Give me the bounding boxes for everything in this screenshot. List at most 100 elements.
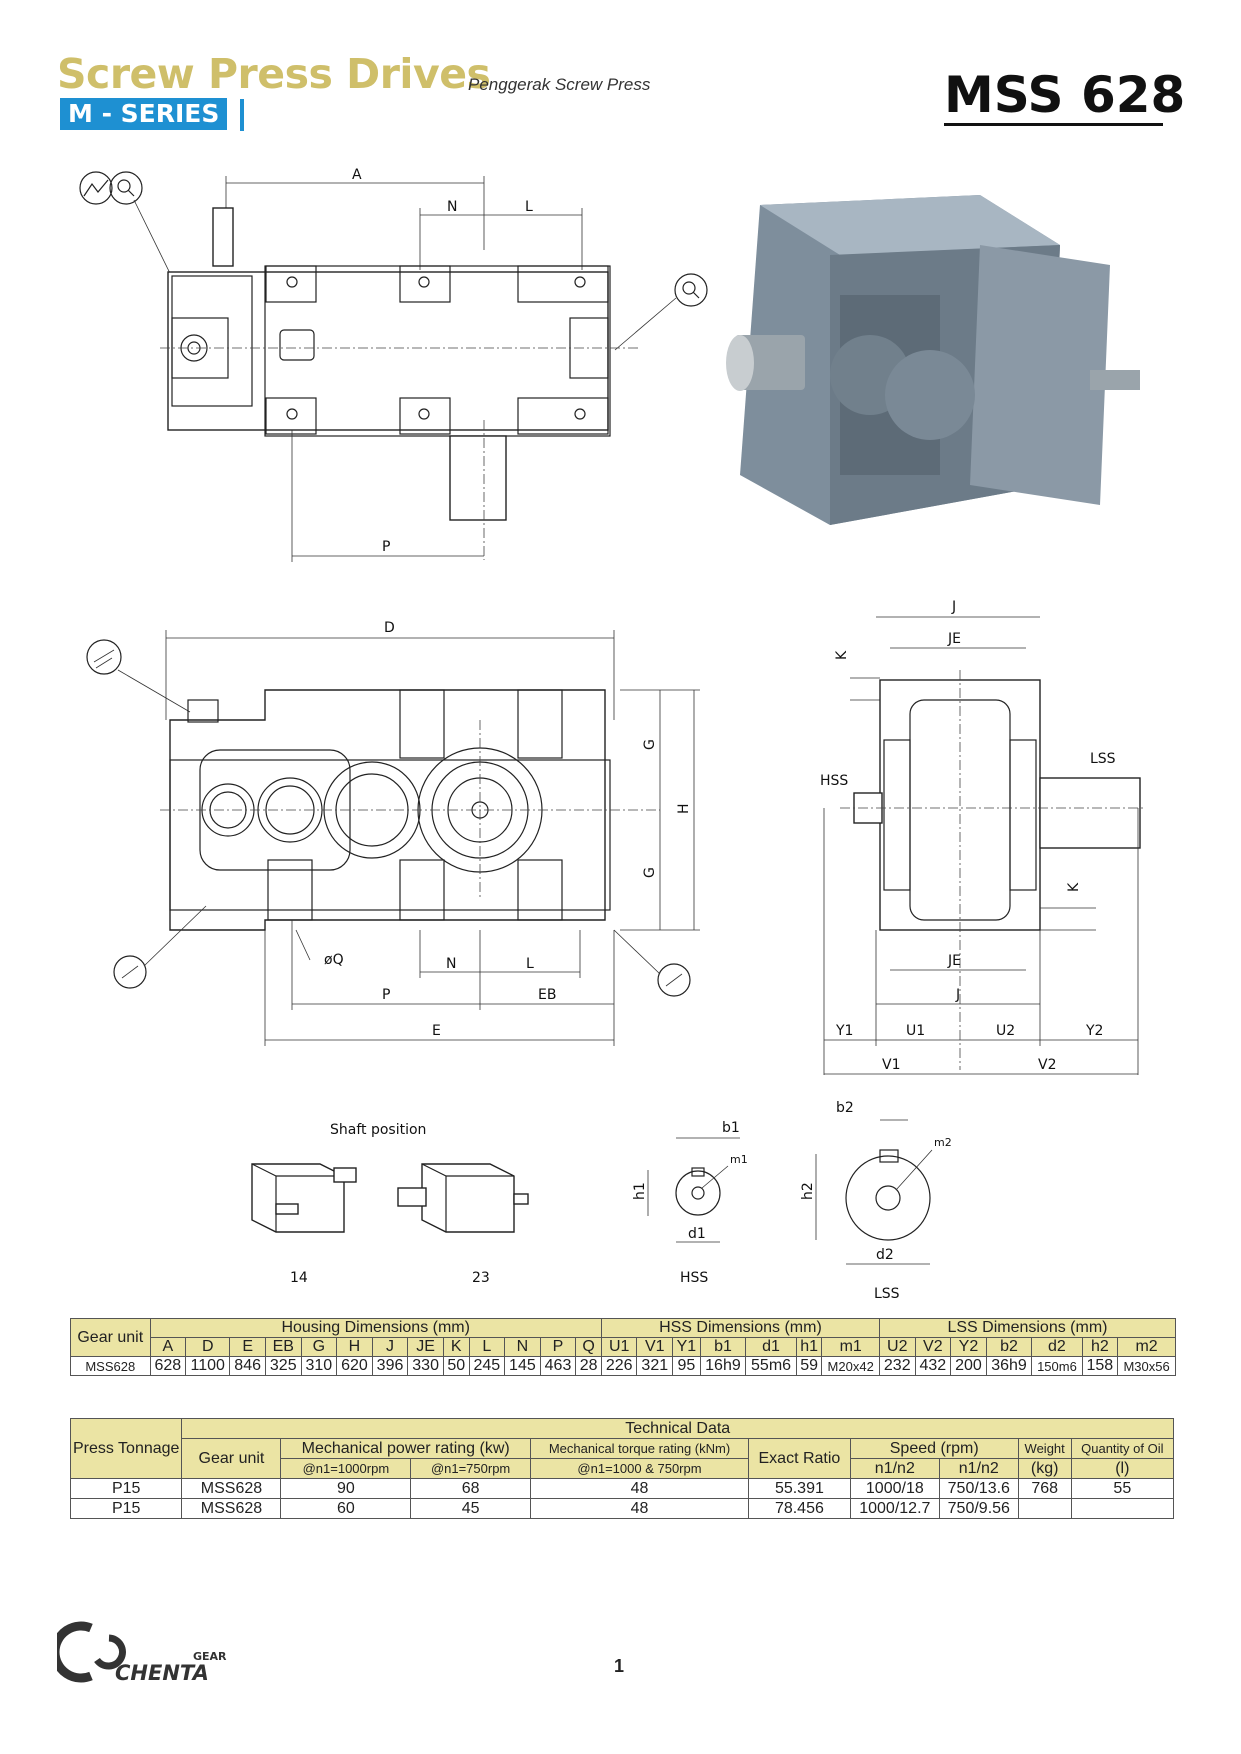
dim-col-V2: V2 bbox=[914, 1337, 952, 1357]
oil-cell: 55 bbox=[1070, 1478, 1175, 1499]
dim-col-h2: h2 bbox=[1081, 1337, 1119, 1357]
dim-val-A: 628 bbox=[149, 1356, 187, 1376]
dim-val-H: 620 bbox=[336, 1356, 373, 1376]
lss-detail-drawing: b2 m2 h2 d2 LSS bbox=[800, 1100, 952, 1302]
dim-d1: d1 bbox=[688, 1226, 706, 1242]
dim-col-V1: V1 bbox=[636, 1337, 674, 1357]
ratio-cell: 55.391 bbox=[748, 1478, 851, 1499]
series-badge: M - SERIES bbox=[60, 98, 228, 130]
dim-b2: b2 bbox=[836, 1100, 854, 1116]
dimensions-table: Gear unit Housing Dimensions (mm) HSS Di… bbox=[70, 1318, 1177, 1376]
mech-torque-header: Mechanical torque rating (kNm) bbox=[529, 1438, 750, 1459]
model-number: MSS 628 bbox=[944, 66, 1186, 124]
dim-col-N: N bbox=[504, 1337, 541, 1357]
dim-val-JE: 330 bbox=[407, 1356, 444, 1376]
shaft-position-title: Shaft position bbox=[330, 1122, 426, 1138]
dim-col-m1: m1 bbox=[821, 1337, 880, 1357]
page-number: 1 bbox=[614, 1656, 625, 1676]
dim-col-Y2: Y2 bbox=[950, 1337, 987, 1357]
dim-JE-top: JE bbox=[947, 631, 961, 647]
dim-val-V2: 432 bbox=[914, 1356, 952, 1376]
front-view-drawing: D G G H øQ bbox=[86, 620, 700, 1046]
dim-col-A: A bbox=[149, 1337, 187, 1357]
dim-col-D: D bbox=[185, 1337, 231, 1357]
dim-col-J: J bbox=[371, 1337, 409, 1357]
torque-cell: 48 bbox=[529, 1478, 750, 1499]
torque-sub: @n1=1000 & 750rpm bbox=[529, 1458, 750, 1479]
dim-col-G: G bbox=[300, 1337, 338, 1357]
dim-E: E bbox=[432, 1023, 441, 1039]
dim-val-EB: 325 bbox=[264, 1356, 302, 1376]
dim-col-U1: U1 bbox=[600, 1337, 638, 1357]
dim-L-front: L bbox=[526, 956, 534, 972]
dim-val-m1: M20x42 bbox=[821, 1356, 880, 1376]
dim-L: L bbox=[525, 199, 533, 215]
dim-Y1: Y1 bbox=[835, 1023, 853, 1039]
speed-header: Speed (rpm) bbox=[849, 1438, 1019, 1459]
speed-2-cell: 750/13.6 bbox=[938, 1478, 1019, 1499]
tonnage-cell: P15 bbox=[69, 1498, 183, 1519]
dim-col-E: E bbox=[229, 1337, 266, 1357]
dim-val-G: 310 bbox=[300, 1356, 338, 1376]
oil-header: Quantity of Oil bbox=[1070, 1438, 1175, 1459]
inspection-icon bbox=[79, 171, 113, 205]
dim-col-JE: JE bbox=[407, 1337, 444, 1357]
dim-val-d1: 55m6 bbox=[745, 1356, 797, 1376]
dim-col-Y1: Y1 bbox=[672, 1337, 701, 1357]
gearbox-render-image bbox=[726, 195, 1140, 525]
speed-1-cell: 1000/18 bbox=[849, 1478, 940, 1499]
dim-val-h2: 158 bbox=[1081, 1356, 1119, 1376]
dim-D: D bbox=[384, 620, 395, 636]
dim-val-Y2: 200 bbox=[950, 1356, 987, 1376]
dim-P-front: P bbox=[382, 987, 390, 1003]
power-750-cell: 45 bbox=[410, 1498, 531, 1519]
series-divider bbox=[240, 99, 244, 131]
gear-unit-header-2: Gear unit bbox=[181, 1438, 282, 1479]
magnifier-icon-right bbox=[674, 273, 708, 307]
table-row: P15 MSS628 90 68 48 55.391 1000/18 750/1… bbox=[69, 1478, 1175, 1499]
label-HSS: HSS bbox=[820, 773, 848, 789]
gear-unit-cell: MSS628 bbox=[70, 1356, 151, 1376]
dim-G-upper: G bbox=[642, 739, 658, 750]
dim-col-U2: U2 bbox=[878, 1337, 916, 1357]
dim-val-b1: 16h9 bbox=[699, 1356, 747, 1376]
dim-P: P bbox=[382, 539, 390, 555]
power-750-sub: @n1=750rpm bbox=[410, 1458, 531, 1479]
label-LSS: LSS bbox=[1090, 751, 1116, 767]
dim-J-low: J bbox=[955, 987, 960, 1003]
dim-col-d2: d2 bbox=[1031, 1337, 1083, 1357]
dim-col-b2: b2 bbox=[985, 1337, 1033, 1357]
dim-A: A bbox=[352, 167, 362, 183]
page-title: Screw Press Drives bbox=[57, 50, 491, 98]
shaft-position-23: 23 bbox=[472, 1270, 490, 1286]
hss-detail-drawing: b1 m1 h1 d1 HSS bbox=[632, 1120, 748, 1286]
dim-val-U2: 232 bbox=[878, 1356, 916, 1376]
logo-gear-text: GEAR bbox=[193, 1650, 227, 1663]
dim-V1: V1 bbox=[882, 1057, 900, 1073]
ratio-cell: 78.456 bbox=[748, 1498, 851, 1519]
lss-label: LSS bbox=[874, 1286, 900, 1302]
speed-n1n2-a: n1/n2 bbox=[849, 1458, 940, 1479]
dim-N: N bbox=[447, 199, 457, 215]
torque-cell: 48 bbox=[529, 1498, 750, 1519]
dim-h1: h1 bbox=[632, 1182, 648, 1200]
dim-K-top: K bbox=[834, 650, 850, 660]
power-1000-cell: 90 bbox=[280, 1478, 412, 1499]
dim-val-d2: 150m6 bbox=[1031, 1356, 1083, 1376]
technical-data-header: Technical Data bbox=[181, 1418, 1174, 1439]
dim-val-D: 1100 bbox=[185, 1356, 231, 1376]
dim-col-L: L bbox=[468, 1337, 506, 1357]
mech-power-header: Mechanical power rating (kw) bbox=[280, 1438, 531, 1459]
dim-Y2: Y2 bbox=[1085, 1023, 1103, 1039]
dim-col-h1: h1 bbox=[795, 1337, 823, 1357]
dim-N-front: N bbox=[446, 956, 456, 972]
unit-cell: MSS628 bbox=[181, 1478, 282, 1499]
page-subtitle: Penggerak Screw Press bbox=[468, 75, 651, 94]
weight-unit: (kg) bbox=[1017, 1458, 1072, 1479]
breather-icon bbox=[86, 639, 122, 675]
dim-val-b2: 36h9 bbox=[985, 1356, 1033, 1376]
dim-val-Q: 28 bbox=[575, 1356, 602, 1376]
dim-val-h1: 59 bbox=[795, 1356, 823, 1376]
